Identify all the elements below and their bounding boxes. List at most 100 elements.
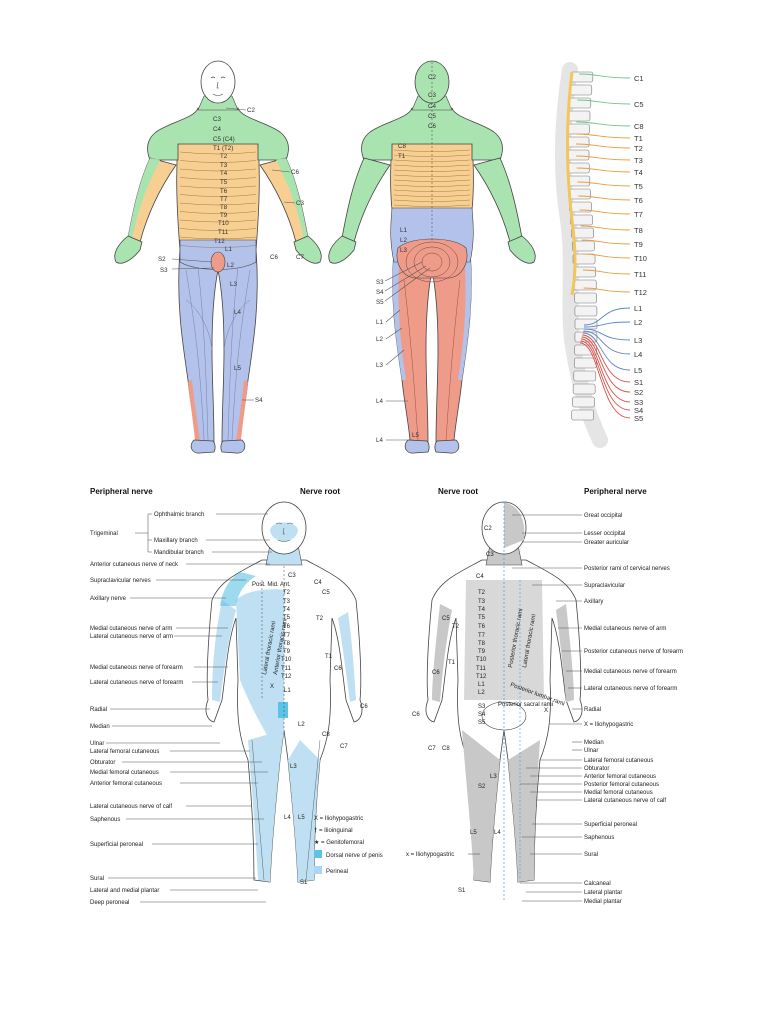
spine-level-label: S2 — [634, 388, 643, 397]
label-supraclavicular-right: Supraclavicular — [584, 583, 625, 589]
left-peripheral-labels: Trigeminal Ophthalmic branch Maxillary b… — [90, 512, 272, 906]
label-front-c5: C5 — [322, 590, 330, 596]
posterior-dermatome-band — [393, 179, 471, 182]
label-front-c6b: C6 — [360, 704, 368, 710]
dermatome-figure-top: C2 C3 C4 C5 (C4) T1 (T2) T2 T3 T4 T5 T6 … — [114, 60, 647, 454]
label-s4-anterior: S4 — [255, 397, 263, 404]
label-t11-anterior: T11 — [218, 229, 229, 236]
anterior-right-s1-strip — [236, 380, 248, 441]
label-front-t2: T2 — [283, 590, 291, 596]
label-median-right: Median — [584, 740, 604, 746]
label-front-l4: L4 — [284, 815, 291, 821]
legend-dorsal-nerve: Dorsal nerve of penis — [326, 853, 383, 859]
anterior-dermatome-band — [179, 194, 257, 197]
label-posterior-femoral-cutaneous: Posterior femoral cutaneous — [584, 782, 659, 788]
back-left-leg-grey — [462, 730, 500, 882]
spine-level-label: L3 — [634, 336, 642, 345]
label-t1-posterior: T1 — [398, 153, 406, 160]
label-back-c8: C8 — [442, 746, 450, 752]
posterior-dermatome-band — [393, 159, 471, 162]
label-lateral-cutaneous-forearm: Lateral cutaneous nerve of forearm — [90, 680, 183, 686]
spine-level-label: L1 — [634, 304, 642, 313]
spinal-nerve-line — [580, 342, 631, 419]
label-front-t11: T11 — [281, 666, 292, 672]
vertebra — [572, 383, 596, 395]
label-l2-posterior-spine: L2 — [400, 237, 407, 244]
front-right-arm-blue — [338, 612, 356, 702]
label-back-l4: L4 — [494, 830, 501, 836]
front-legend: X = Iliohypogastric † = Ilioinguinal ★ =… — [314, 816, 383, 875]
label-s3-posterior: S3 — [376, 279, 384, 286]
spine-level-label: T4 — [634, 168, 643, 177]
spinal-nerve-line — [579, 73, 631, 79]
label-c6-anterior: C6 — [291, 169, 299, 176]
vertebra — [571, 240, 595, 252]
label-deep-peroneal: Deep peroneal — [90, 900, 129, 906]
label-front-t3: T3 — [283, 599, 291, 605]
anterior-dermatome-band — [179, 202, 257, 206]
label-post-mid-ant: Post. Mid. Ant. — [252, 582, 291, 588]
label-anterior-femoral-cutaneous: Anterior femoral cutaneous — [90, 781, 162, 787]
label-t6-anterior: T6 — [220, 188, 228, 195]
label-front-c6: C6 — [334, 666, 342, 672]
spinal-nerve-line — [583, 328, 631, 341]
label-lateral-cutaneous-forearm-right: Lateral cutaneous nerve of forearm — [584, 686, 677, 692]
front-face-maxillary — [270, 522, 298, 542]
label-t1t2-anterior: T1 (T2) — [213, 145, 233, 152]
spine-level-label: S4 — [634, 406, 643, 415]
label-medial-cutaneous-forearm: Medial cutaneous nerve of forearm — [90, 665, 183, 671]
label-medial-plantar: Medial plantar — [584, 899, 622, 905]
vertebra — [573, 370, 597, 382]
legend-perineal: Perineal — [326, 869, 348, 875]
label-c5c4-anterior: C5 (C4) — [213, 136, 235, 143]
spinal-nerve-line — [577, 181, 631, 187]
label-back-c3: C3 — [486, 552, 494, 558]
header-nerve-root-left: Nerve root — [300, 487, 340, 496]
posterior-dermatome-band — [393, 169, 471, 172]
label-c5-posterior: C5 — [428, 113, 436, 120]
label-axillary-nerve: Axillary nerve — [90, 596, 127, 602]
spine-level-label: L2 — [634, 318, 642, 327]
spinal-nerve-line — [582, 334, 631, 383]
label-l4-anterior: L4 — [234, 309, 241, 316]
label-t4-anterior: T4 — [220, 170, 228, 177]
back-outline-figure — [425, 501, 583, 900]
anterior-dermatome-band — [179, 236, 257, 240]
spinal-nerve-line — [576, 167, 631, 173]
back-left-arm-grey — [432, 604, 452, 702]
label-s3-anterior: S3 — [160, 267, 168, 274]
label-median: Median — [90, 724, 110, 730]
label-back-c2: C2 — [484, 526, 492, 532]
label-medial-cutaneous-arm: Medial cutaneous nerve of arm — [90, 626, 172, 632]
label-back-t6: T6 — [478, 624, 486, 630]
label-c2-anterior: C2 — [247, 107, 255, 114]
label-front-c8: C8 — [322, 732, 330, 738]
label-t9-anterior: T9 — [220, 212, 228, 219]
header-peripheral-nerve-right: Peripheral nerve — [584, 487, 647, 496]
front-outline-figure — [205, 501, 363, 883]
spine-level-label: T3 — [634, 156, 643, 165]
label-back-t1: T1 — [448, 660, 456, 666]
anterior-dermatome-band — [179, 168, 257, 172]
spinal-nerve-line — [576, 133, 631, 139]
label-front-t1: T1 — [325, 654, 333, 660]
label-c6-posterior: C6 — [428, 123, 436, 130]
label-medial-cutaneous-arm-right: Medial cutaneous nerve of arm — [584, 626, 666, 632]
anterior-dermatome-band — [179, 228, 257, 231]
legend-iliohypogastric: X = Iliohypogastric — [314, 816, 363, 822]
label-front-t10: T10 — [281, 657, 292, 663]
spine-level-label: L5 — [634, 366, 642, 375]
spine-level-label: S3 — [634, 398, 643, 407]
label-l3-posterior: L3 — [376, 362, 383, 369]
posterior-left-leg-outer — [392, 250, 406, 380]
label-c7-hand-anterior: C7 — [296, 254, 304, 261]
front-right-leg-blue — [288, 740, 320, 882]
spinal-nerve-line — [583, 287, 631, 293]
label-lateral-plantar: Lateral plantar — [584, 890, 622, 896]
vertebra — [574, 292, 597, 304]
label-posterior-sacral-rami: Posterior sacral rami — [498, 702, 553, 708]
label-mandibular-branch: Mandibular branch — [154, 550, 204, 556]
spinal-nerve-line — [581, 336, 631, 393]
label-back-t2-col: T2 — [478, 590, 486, 596]
